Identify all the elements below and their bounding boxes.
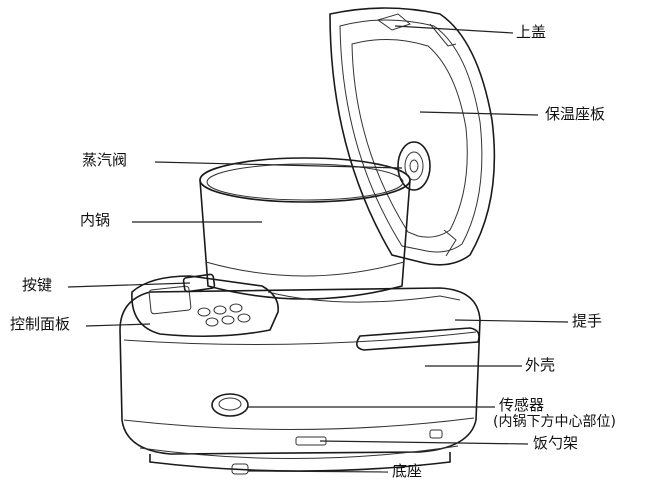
pot-seat-drawing xyxy=(267,291,461,303)
label-sensor-location: (内锅下方中心部位) xyxy=(493,414,616,430)
label-lid: 上盖 xyxy=(516,23,547,41)
body-drawing xyxy=(119,287,481,475)
inner-pot-drawing xyxy=(199,157,411,300)
label-shell: 外壳 xyxy=(525,356,556,374)
label-insulation-plate: 保温座板 xyxy=(545,105,606,123)
lid-drawing xyxy=(329,7,496,266)
label-sensor: 传感器 xyxy=(499,396,545,414)
leader-lines xyxy=(67,25,569,473)
label-inner-pot: 内锅 xyxy=(80,211,111,229)
label-button: 按键 xyxy=(22,276,53,294)
handle-drawing xyxy=(356,327,480,351)
label-handle: 提手 xyxy=(572,312,603,330)
label-steam-valve: 蒸汽阀 xyxy=(82,151,128,169)
label-spoon-rack: 饭勺架 xyxy=(533,434,579,452)
label-control-panel: 控制面板 xyxy=(10,315,71,333)
label-base: 底座 xyxy=(392,462,423,480)
control-panel-drawing xyxy=(131,273,279,338)
steam-valve-drawing xyxy=(397,141,431,191)
